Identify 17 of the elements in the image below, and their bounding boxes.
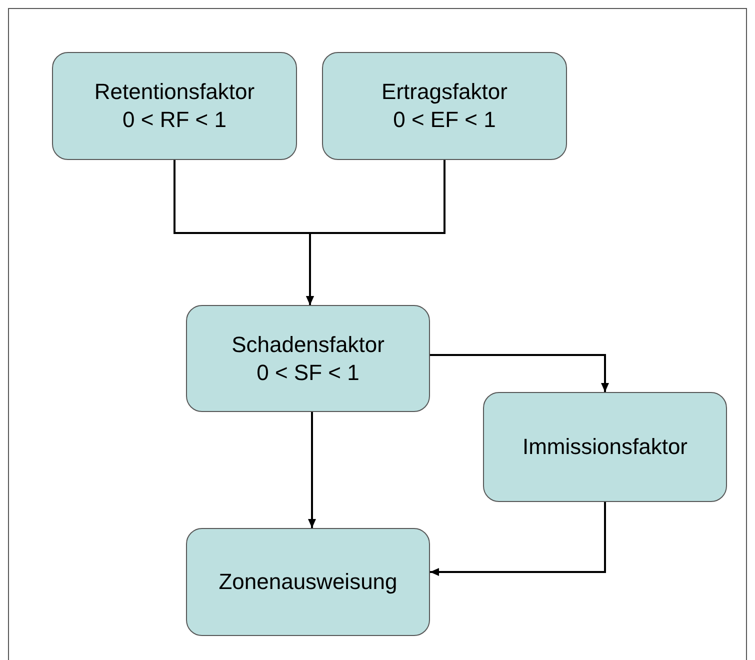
box-label: Immissionsfaktor — [522, 433, 688, 461]
box-label: Zonenausweisung — [218, 568, 398, 596]
connector-arrow — [306, 160, 446, 305]
process-box — [483, 392, 727, 502]
connector-arrow — [430, 502, 606, 576]
process-box — [186, 305, 430, 412]
box-label: 0 < EF < 1 — [393, 106, 496, 134]
box-label: Ertragsfaktor — [382, 78, 508, 106]
box-label: 0 < SF < 1 — [256, 358, 360, 386]
process-box — [322, 52, 567, 160]
connector-arrow — [430, 354, 609, 392]
process-box — [186, 528, 430, 636]
connector-arrow — [308, 412, 316, 528]
box-label: 0 < RF < 1 — [122, 106, 226, 134]
process-box — [52, 52, 297, 160]
box-label: Schadensfaktor — [232, 330, 384, 358]
box-label: Retentionsfaktor — [94, 78, 255, 106]
